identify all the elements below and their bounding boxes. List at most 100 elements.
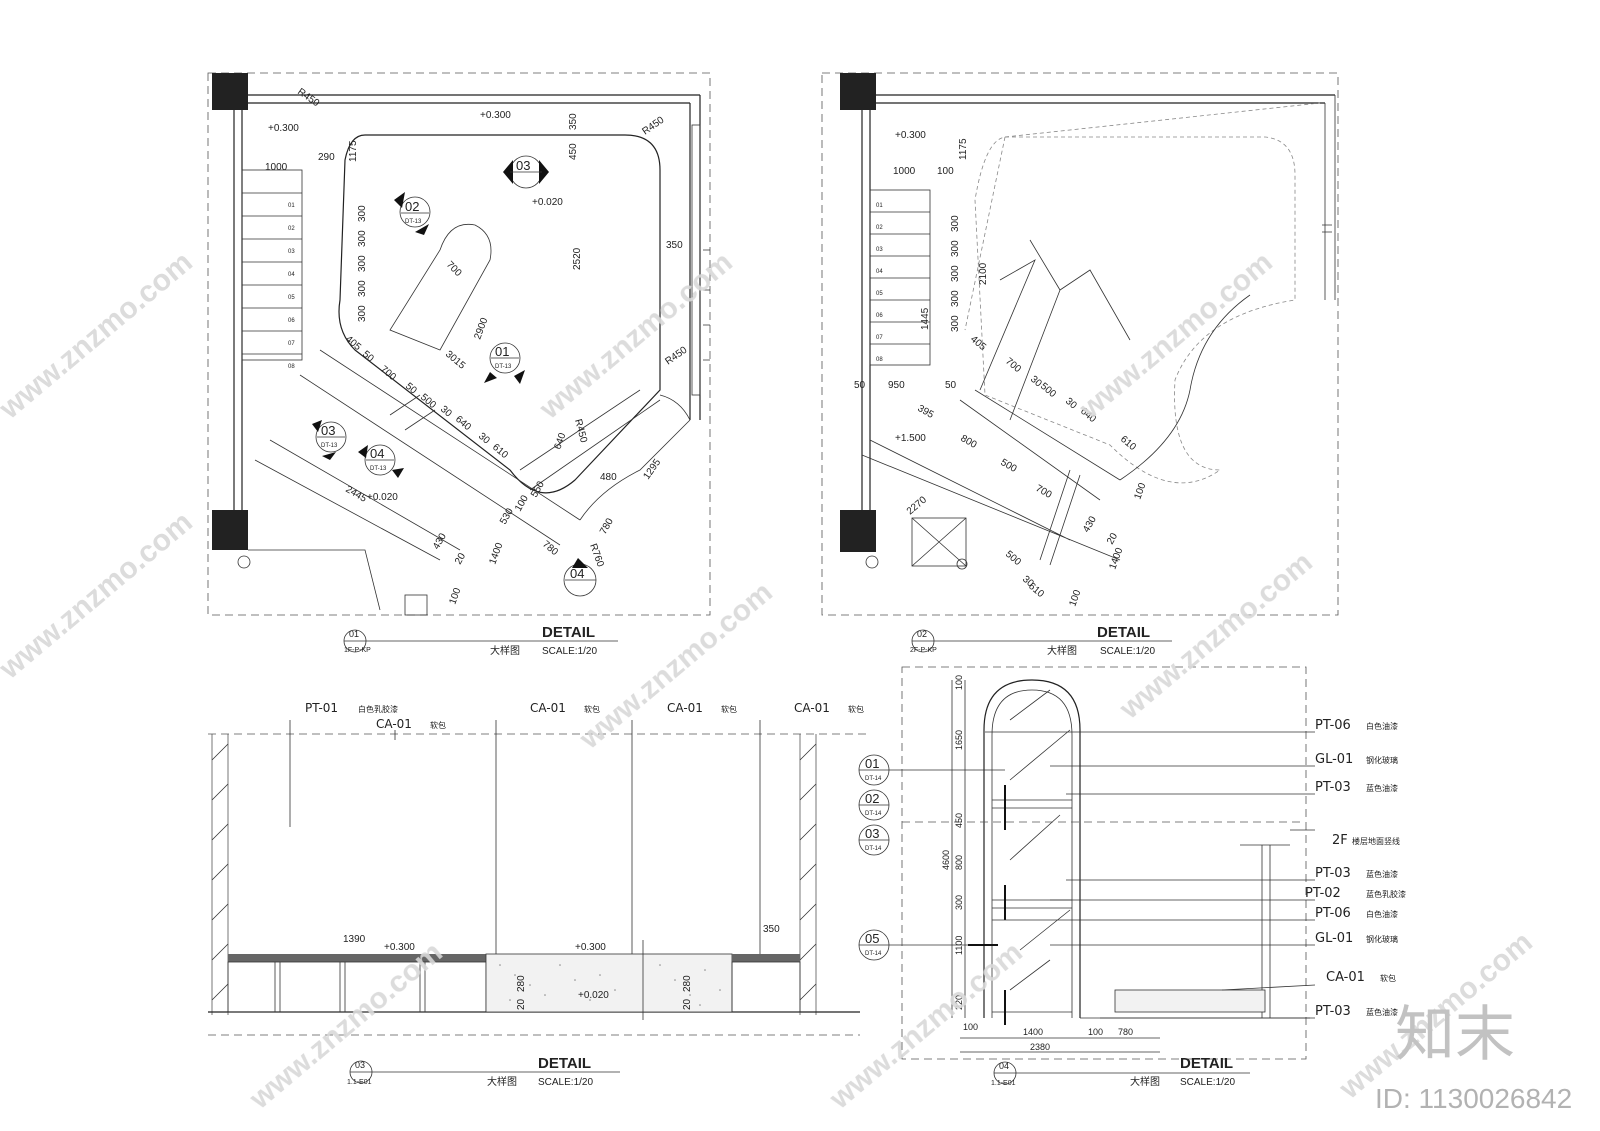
svg-text:03: 03: [516, 158, 530, 173]
dim-text: 300: [357, 305, 368, 322]
dim-text: 300: [357, 205, 368, 222]
dim-text: 610: [490, 442, 510, 461]
svg-text:软包: 软包: [1380, 973, 1396, 983]
svg-text:01: 01: [349, 629, 359, 639]
dim-text: 50: [854, 380, 866, 391]
svg-text:DT-13: DT-13: [495, 364, 512, 370]
svg-text:07: 07: [876, 335, 883, 341]
arch-element: [389, 223, 492, 351]
svg-text:04: 04: [370, 446, 384, 461]
svg-text:www.znzmo.com: www.znzmo.com: [573, 575, 779, 756]
dim-text: 30: [476, 431, 492, 447]
dim-text: 2100: [978, 262, 989, 285]
dim-text: 100: [937, 166, 954, 177]
svg-text:CA-01: CA-01: [1326, 970, 1365, 985]
dim-text: 300: [950, 265, 961, 282]
svg-text:DT-14: DT-14: [865, 811, 882, 817]
dim-text: 1175: [958, 138, 969, 160]
panel-4-title: 04 1.1-E01 DETAIL 大样图 SCALE:1/20: [991, 1055, 1250, 1088]
dim-text: 300: [357, 255, 368, 272]
dim-text: 1000: [265, 162, 288, 173]
svg-text:03: 03: [355, 1060, 365, 1070]
detail-callout: 03 DT-14: [858, 824, 890, 856]
panel-2-title: 02 2F-P-KP DETAIL 大样图 SCALE:1/20: [910, 624, 1172, 657]
svg-text:www.znzmo.com: www.znzmo.com: [243, 935, 449, 1116]
dim-text: 780: [598, 516, 616, 536]
dim-text: 20: [453, 551, 468, 567]
panel-3-elevation: PT-01 白色乳胶漆 CA-01 软包 CA-01 软包 CA-01 软包 C…: [208, 701, 870, 1088]
svg-text:蓝色油漆: 蓝色油漆: [1366, 869, 1398, 879]
svg-text:03: 03: [288, 249, 295, 255]
svg-text:软包: 软包: [584, 704, 600, 714]
svg-text:www.znzmo.com: www.znzmo.com: [0, 245, 199, 426]
svg-text:DT-14: DT-14: [865, 951, 882, 957]
svg-text:02: 02: [288, 226, 295, 232]
svg-text:04: 04: [999, 1061, 1009, 1071]
svg-text:07: 07: [288, 341, 295, 347]
dim-text: 800: [959, 433, 979, 451]
svg-text:06: 06: [288, 318, 295, 324]
material-code: CA-01: [530, 701, 566, 715]
dim-text: 300: [950, 215, 961, 232]
svg-text:软包: 软包: [848, 704, 864, 714]
svg-text:PT-03: PT-03: [1315, 780, 1351, 795]
panel-1-title: 01 1F-P-KP DETAIL 大样图 SCALE:1/20: [343, 624, 618, 657]
svg-text:DT-14: DT-14: [865, 776, 882, 782]
svg-text:www.znzmo.com: www.znzmo.com: [0, 505, 199, 686]
svg-text:钢化玻璃: 钢化玻璃: [1366, 934, 1398, 944]
svg-text:白色油漆: 白色油漆: [1366, 721, 1398, 731]
svg-text:800: 800: [954, 855, 964, 870]
section-callout: 01 DT-13: [484, 342, 525, 384]
svg-text:DT-13: DT-13: [321, 443, 338, 449]
dim-text: 700: [1034, 483, 1054, 501]
svg-text:05: 05: [876, 291, 883, 297]
dim-text: 100: [1067, 588, 1083, 608]
dim-text: 300: [950, 290, 961, 307]
dim-text: 350: [666, 240, 683, 251]
svg-text:04: 04: [876, 269, 883, 275]
dim-text: 640: [552, 431, 568, 451]
svg-text:DETAIL: DETAIL: [538, 1055, 591, 1072]
dim-text: 1295: [641, 457, 663, 482]
dim-text: 1175: [348, 140, 359, 162]
svg-text:08: 08: [288, 364, 295, 370]
svg-text:02: 02: [876, 225, 883, 231]
svg-text:04: 04: [288, 272, 295, 278]
svg-text:楼层地面竖线: 楼层地面竖线: [1352, 836, 1400, 846]
dim-text: 30: [438, 404, 454, 420]
svg-text:780: 780: [1118, 1027, 1133, 1037]
dim-text: 50: [945, 380, 957, 391]
svg-text:www.znzmo.com: www.znzmo.com: [823, 935, 1029, 1116]
svg-text:01: 01: [865, 756, 879, 771]
svg-text:1.1-E01: 1.1-E01: [347, 1079, 372, 1086]
dim-text: 430: [431, 531, 449, 551]
svg-text:蓝色油漆: 蓝色油漆: [1366, 783, 1398, 793]
svg-text:软包: 软包: [430, 720, 446, 730]
dim-text: 300: [357, 280, 368, 297]
svg-text:SCALE:1/20: SCALE:1/20: [1100, 646, 1155, 657]
dim-text: R450: [572, 418, 589, 444]
svg-text:03: 03: [876, 247, 883, 253]
dim-text: 610: [1118, 434, 1138, 453]
dim-text: 405: [343, 334, 363, 353]
platform-outline: [338, 134, 661, 494]
dim-text: 500: [999, 457, 1019, 475]
dim-text: 300: [950, 315, 961, 332]
dim-text: 480: [600, 472, 617, 483]
svg-text:220: 220: [954, 995, 964, 1010]
svg-text:www.znzmo.com: www.znzmo.com: [1073, 245, 1279, 426]
svg-text:100: 100: [963, 1022, 978, 1032]
level-mark: +0.020: [578, 990, 609, 1001]
dim-text: 280: [682, 975, 693, 992]
level-mark: +0.020: [367, 492, 398, 503]
dim-text: 430: [1081, 514, 1099, 534]
section-callout: 02 DT-13: [394, 192, 431, 235]
watermark-logo: 知末: [1395, 1000, 1515, 1070]
svg-text:DETAIL: DETAIL: [542, 624, 595, 641]
watermark-id: ID: 1130026842: [1375, 1083, 1572, 1114]
section-callout: 03 DT-13: [312, 420, 347, 460]
svg-text:大样图: 大样图: [490, 644, 520, 657]
svg-text:PT-06: PT-06: [1315, 718, 1351, 733]
svg-text:GL-01: GL-01: [1315, 752, 1353, 767]
